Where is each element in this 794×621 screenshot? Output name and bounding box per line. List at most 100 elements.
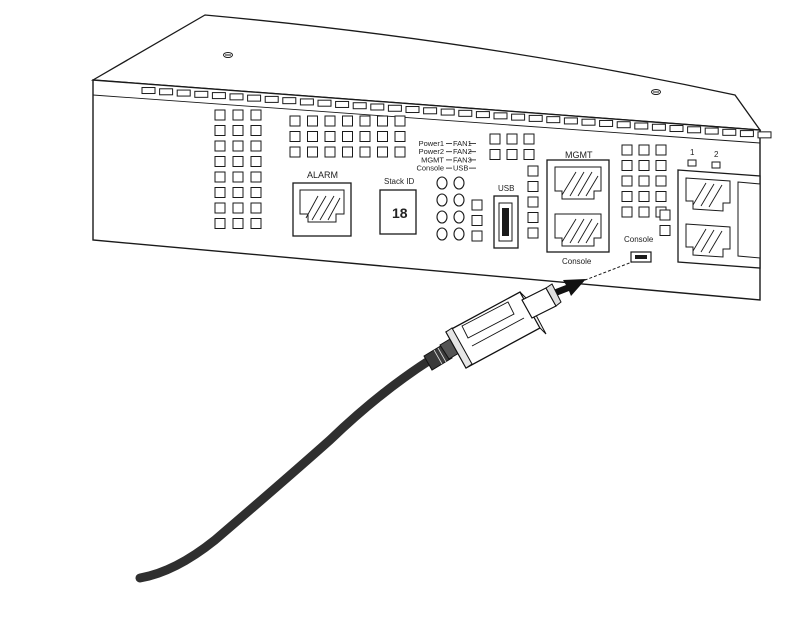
vent-slot	[264, 95, 279, 103]
status-led-icon	[453, 210, 465, 224]
vent-hole	[232, 140, 244, 152]
vent-hole	[638, 206, 650, 218]
vent-slot	[335, 100, 350, 108]
top-screw-left	[223, 52, 233, 58]
vent-hole	[489, 133, 501, 145]
vent-slot	[141, 87, 156, 95]
vent-hole	[250, 125, 262, 136]
vent-hole	[214, 125, 226, 136]
vent-slot	[634, 122, 649, 130]
usb-cable	[135, 355, 435, 583]
vent-hole	[250, 187, 262, 198]
vent-hole	[621, 206, 633, 218]
vent-slot	[299, 98, 314, 106]
status-led-icon	[436, 227, 448, 241]
vent-hole	[214, 109, 226, 121]
vent-hole	[489, 149, 501, 160]
vent-slot	[739, 130, 754, 138]
vent-hole	[250, 109, 262, 121]
mgmt-console-ports: MGMT Console	[546, 150, 610, 266]
vent-hole	[342, 131, 353, 142]
vent-hole	[471, 199, 483, 211]
status-led-icon	[453, 176, 465, 190]
vent-hole	[527, 181, 539, 192]
chassis-top	[90, 14, 762, 131]
vent-grid-middle	[471, 133, 539, 242]
vent-hole	[655, 191, 667, 202]
vent-hole	[289, 131, 301, 142]
vent-slot	[211, 92, 226, 100]
vent-hole	[638, 175, 650, 187]
vent-slot	[475, 111, 490, 119]
vent-hole	[506, 149, 518, 160]
vent-hole	[324, 146, 336, 158]
mgmt-port	[554, 166, 602, 200]
vent-hole	[523, 149, 535, 160]
insertion-arrow-icon	[548, 279, 586, 298]
top-vent-row	[141, 87, 772, 139]
vent-slot	[511, 113, 526, 121]
vent-hole	[655, 175, 667, 187]
vent-hole	[621, 144, 633, 156]
vent-slot	[493, 112, 508, 120]
vent-slot	[687, 126, 702, 134]
vent-hole	[527, 227, 539, 239]
vent-hole	[232, 109, 244, 121]
vent-hole	[232, 218, 244, 229]
vent-hole	[506, 133, 518, 145]
vent-slot	[352, 102, 367, 110]
vent-hole	[307, 146, 318, 158]
vent-hole	[394, 131, 406, 142]
vent-hole	[394, 115, 406, 127]
vent-hole	[471, 230, 483, 242]
led-label-right: USB	[453, 164, 468, 173]
vent-hole	[638, 191, 650, 202]
vent-slot	[440, 108, 455, 116]
status-led-icon	[453, 193, 465, 207]
vent-hole	[527, 165, 539, 177]
vent-hole	[342, 146, 353, 158]
vent-hole	[250, 140, 262, 152]
vent-hole	[655, 160, 667, 171]
vent-hole	[250, 218, 262, 229]
mini-usb-console-port: Console	[624, 235, 654, 263]
vent-hole	[359, 131, 371, 142]
console-rj45-label: Console	[562, 257, 592, 266]
status-led-icon	[436, 193, 448, 207]
vent-hole	[307, 115, 318, 127]
alarm-port: ALARM	[292, 170, 352, 237]
led-label-left: Power1	[419, 139, 444, 148]
vent-grid-left	[214, 109, 406, 229]
vent-hole	[359, 146, 371, 158]
vent-hole	[324, 131, 336, 142]
vent-hole	[527, 196, 539, 208]
vent-slot	[563, 117, 578, 125]
vent-grid-right	[621, 144, 671, 236]
alarm-label: ALARM	[307, 170, 338, 180]
vent-hole	[377, 146, 388, 158]
led-label-right: FAN2	[453, 147, 472, 156]
vent-hole	[655, 144, 667, 156]
vent-slot	[704, 127, 719, 135]
vent-slot	[458, 109, 473, 117]
usb-port: USB	[493, 184, 519, 249]
vent-hole	[232, 171, 244, 183]
led-label-right: FAN1	[453, 139, 472, 148]
vent-hole	[621, 160, 633, 171]
vent-hole	[232, 156, 244, 167]
vent-slot	[176, 89, 191, 97]
vent-slot	[159, 88, 174, 96]
vent-hole	[232, 202, 244, 214]
vent-slot	[528, 114, 543, 122]
vent-hole	[377, 131, 388, 142]
vent-slot	[757, 131, 772, 139]
status-led-icon	[453, 227, 465, 241]
usb-connector	[423, 283, 562, 371]
vent-hole	[214, 156, 226, 167]
vent-hole	[214, 171, 226, 183]
usb-label: USB	[498, 184, 514, 193]
strain-relief	[423, 338, 460, 371]
led-label-left: Console	[416, 164, 444, 173]
vent-hole	[638, 144, 650, 156]
vent-hole	[214, 202, 226, 214]
